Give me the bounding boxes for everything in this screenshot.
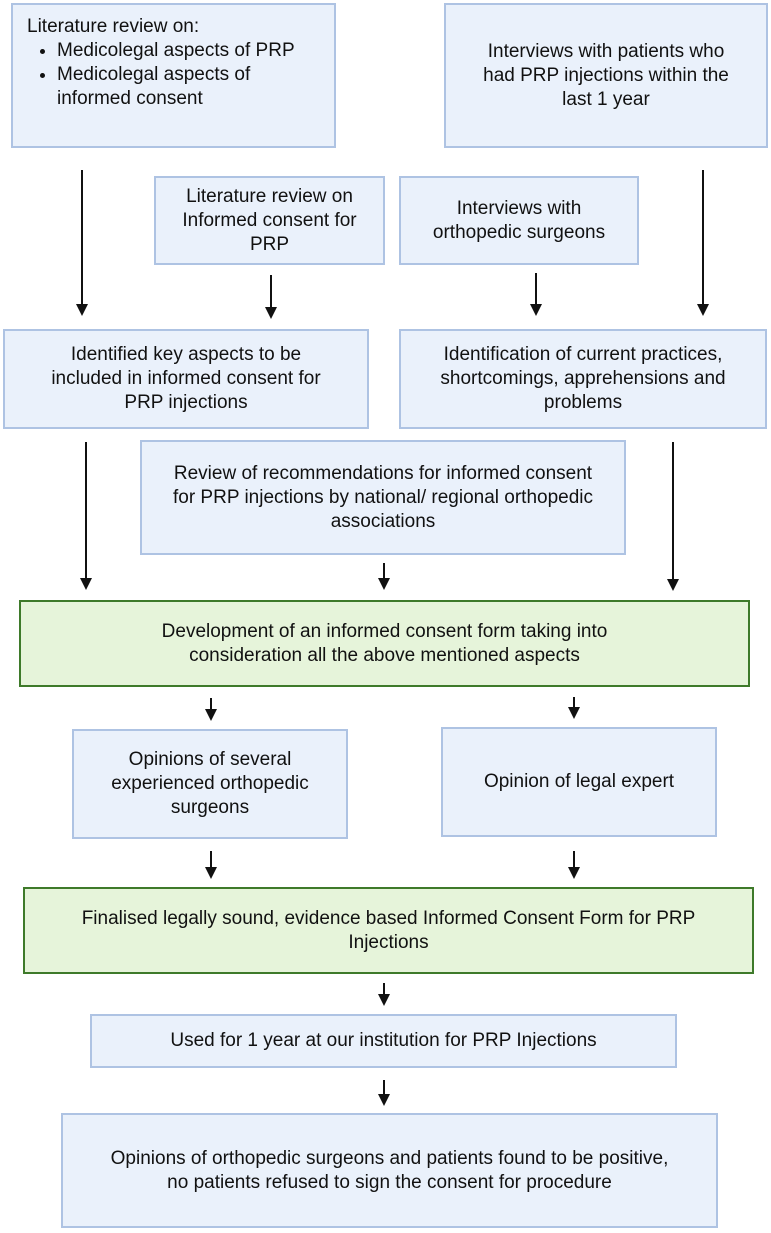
arrow-patient-interviews-to-practices [697, 170, 709, 316]
arrow-review-to-development [378, 563, 390, 590]
node-text: Identified key aspects to be included in… [51, 344, 321, 413]
node-surgeon-interviews: Interviews with orthopedic surgeons [399, 176, 639, 265]
arrow-head [568, 707, 580, 719]
arrow-head [697, 304, 709, 316]
bullet-item: Medicolegal aspects of informed consent [57, 63, 320, 111]
node-literature-review-consent: Literature review on Informed consent fo… [154, 176, 385, 265]
node-finalised-form: Finalised legally sound, evidence based … [23, 887, 754, 974]
arrow-head [568, 867, 580, 879]
arrow-head [530, 304, 542, 316]
node-literature-review-medicolegal: Literature review on: Medicolegal aspect… [11, 3, 336, 148]
node-text: Opinions of orthopedic surgeons and pati… [110, 1147, 669, 1193]
bullet-item: Medicolegal aspects of PRP [57, 39, 320, 63]
node-used-one-year: Used for 1 year at our institution for P… [90, 1014, 677, 1068]
arrow-head [80, 578, 92, 590]
arrow-lit-review-to-key-aspects [76, 170, 88, 316]
arrow-development-to-surgeon-opinions [205, 698, 217, 721]
node-text: Opinions of several experienced orthoped… [111, 749, 309, 818]
node-patient-interviews: Interviews with patients who had PRP inj… [444, 3, 768, 148]
node-text: Review of recommendations for informed c… [172, 462, 593, 532]
arrow-legal-opinion-to-finalised [568, 851, 580, 879]
arrow-head [667, 579, 679, 591]
node-text: Literature review on Informed consent fo… [182, 185, 357, 255]
node-outcome: Opinions of orthopedic surgeons and pati… [61, 1113, 718, 1228]
arrow-head [378, 994, 390, 1006]
arrow-head [205, 867, 217, 879]
arrow-used-to-outcome [378, 1080, 390, 1106]
node-development: Development of an informed consent form … [19, 600, 750, 687]
node-review-recommendations: Review of recommendations for informed c… [140, 440, 626, 555]
arrow-head [378, 1094, 390, 1106]
node-text: Interviews with patients who had PRP inj… [483, 40, 729, 110]
arrow-lit-consent-to-key-aspects [265, 275, 277, 319]
node-text: Finalised legally sound, evidence based … [81, 907, 696, 953]
arrow-head [205, 709, 217, 721]
arrow-key-aspects-to-development [80, 442, 92, 590]
arrow-head [265, 307, 277, 319]
bullet-list: Medicolegal aspects of PRP Medicolegal a… [27, 39, 320, 111]
arrow-finalised-to-used [378, 983, 390, 1006]
node-heading: Literature review on: [27, 16, 200, 37]
node-legal-opinion: Opinion of legal expert [441, 727, 717, 837]
arrow-head [76, 304, 88, 316]
node-text: Interviews with orthopedic surgeons [432, 197, 606, 243]
node-surgeon-opinions: Opinions of several experienced orthoped… [72, 729, 348, 839]
node-text: Development of an informed consent form … [161, 620, 608, 666]
node-text: Identification of current practices, sho… [440, 344, 726, 413]
arrow-development-to-legal-opinion [568, 697, 580, 719]
node-text: Opinion of legal expert [483, 771, 675, 792]
node-current-practices: Identification of current practices, sho… [399, 329, 767, 429]
arrow-head [378, 578, 390, 590]
arrow-surgeon-interviews-to-practices [530, 273, 542, 316]
node-text: Used for 1 year at our institution for P… [170, 1030, 597, 1051]
arrow-surgeon-opinions-to-finalised [205, 851, 217, 879]
node-key-aspects: Identified key aspects to be included in… [3, 329, 369, 429]
arrow-practices-to-development [667, 442, 679, 591]
